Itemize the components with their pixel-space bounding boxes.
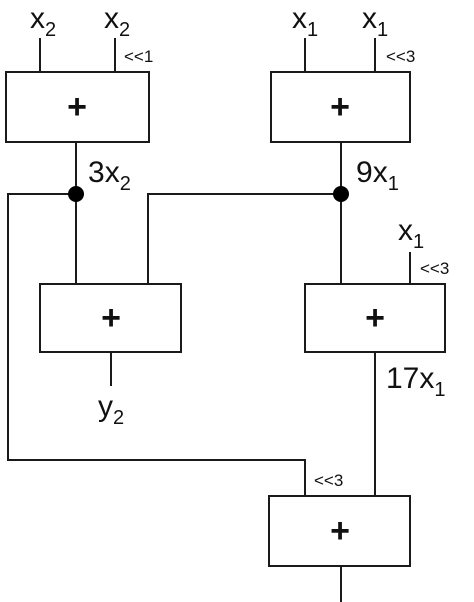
adder-symbol: +: [330, 88, 350, 126]
input-label-x1-mid: x1: [398, 214, 424, 253]
adder-symbol: +: [330, 512, 350, 550]
shift-label-mid-right: <<3: [420, 259, 449, 278]
signal-label-9x1: 9x1: [356, 156, 399, 195]
shift-label-top-left: <<1: [124, 47, 153, 66]
shift-label-top-right: <<3: [386, 47, 415, 66]
junction-dot-9x1: [333, 186, 349, 202]
input-label-x2-b: x2: [104, 2, 130, 41]
adder-symbol: +: [101, 299, 121, 337]
adder-bottom: +: [268, 495, 411, 567]
shift-label-bottom: <<3: [314, 471, 343, 490]
input-label-x2-a: x2: [30, 2, 56, 41]
wire-3x2-loop: [7, 193, 306, 496]
input-label-x1-b: x1: [362, 2, 388, 41]
junction-dot-3x2: [68, 186, 84, 202]
wires: [7, 38, 411, 602]
signal-label-3x2: 3x2: [88, 156, 131, 195]
wire-9x1-branch: [147, 193, 341, 284]
signal-label-17x1: 17x1: [386, 362, 446, 401]
input-label-x1-a: x1: [292, 2, 318, 41]
adder-top-left: +: [5, 71, 150, 143]
adder-top-right: +: [270, 71, 411, 143]
adder-mid-left: +: [39, 283, 182, 353]
adder-symbol: +: [67, 88, 87, 126]
adder-symbol: +: [365, 299, 385, 337]
output-label-y2: y2: [98, 390, 124, 429]
adder-mid-right: +: [304, 283, 446, 353]
